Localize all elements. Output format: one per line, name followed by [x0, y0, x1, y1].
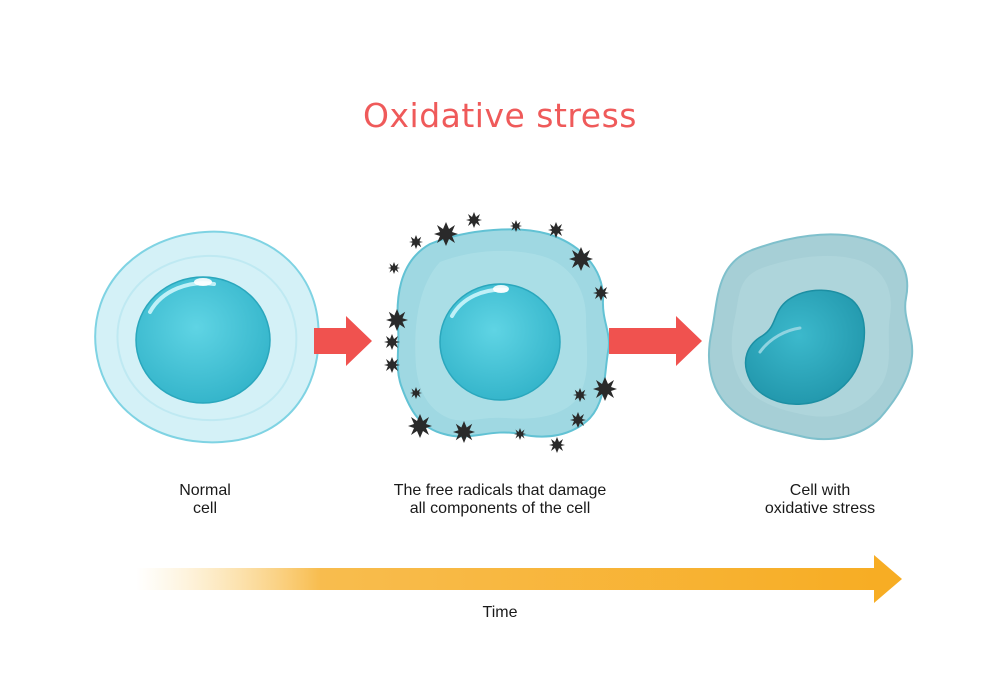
- free-radical: [409, 235, 423, 249]
- free-radical: [434, 222, 458, 246]
- free-radical: [466, 212, 482, 228]
- free-radical: [548, 222, 564, 238]
- free-radical: [573, 388, 587, 402]
- caption-free-radicals: The free radicals that damage all compon…: [360, 482, 640, 518]
- time-arrow-shaft: [136, 568, 876, 590]
- free-radical: [388, 262, 400, 274]
- free-radical: [386, 309, 408, 331]
- free-radical: [384, 334, 400, 350]
- diagram-title: Oxidative stress: [363, 96, 637, 135]
- free-radical: [593, 285, 609, 301]
- stressed-cell: [707, 233, 914, 441]
- free-radical: [384, 357, 400, 373]
- caption-stressed-cell-line2: oxidative stress: [764, 500, 876, 517]
- free-radical: [510, 220, 522, 232]
- free-radicals: [384, 212, 617, 453]
- free-radical: [453, 421, 475, 443]
- normal-cell-nucleus: [135, 276, 271, 404]
- damaged-cell-nucleus-highlight: [493, 285, 509, 293]
- normal-cell: [94, 230, 320, 444]
- free-radical: [569, 247, 593, 271]
- free-radical: [410, 387, 422, 399]
- caption-stressed-cell: Cell with oxidative stress: [720, 482, 920, 518]
- caption-free-radicals-line2: all components of the cell: [409, 500, 591, 517]
- time-label: Time: [482, 604, 518, 621]
- free-radical: [549, 437, 565, 453]
- caption-stressed-cell-line1: Cell with: [789, 482, 851, 499]
- caption-normal-cell: Normal cell: [130, 482, 280, 518]
- free-radical: [570, 412, 586, 428]
- transition-arrow-2: [609, 316, 702, 366]
- caption-normal-cell-line2: cell: [192, 500, 217, 517]
- free-radical: [593, 377, 617, 401]
- damaged-cell: [396, 228, 610, 438]
- free-radical: [514, 428, 526, 440]
- stressed-cell-nucleus-shine: [758, 326, 802, 354]
- free-radical: [408, 414, 432, 438]
- transition-arrow-1: [314, 316, 372, 366]
- stressed-cell-nucleus: [744, 289, 866, 405]
- time-arrow: [136, 555, 902, 603]
- time-arrow-head: [874, 555, 902, 603]
- damaged-cell-nucleus: [439, 283, 561, 401]
- normal-cell-nucleus-highlight: [194, 278, 212, 286]
- normal-cell-inner-ring: [116, 254, 298, 422]
- caption-free-radicals-line1: The free radicals that damage: [393, 482, 607, 499]
- caption-normal-cell-line1: Normal: [179, 482, 231, 499]
